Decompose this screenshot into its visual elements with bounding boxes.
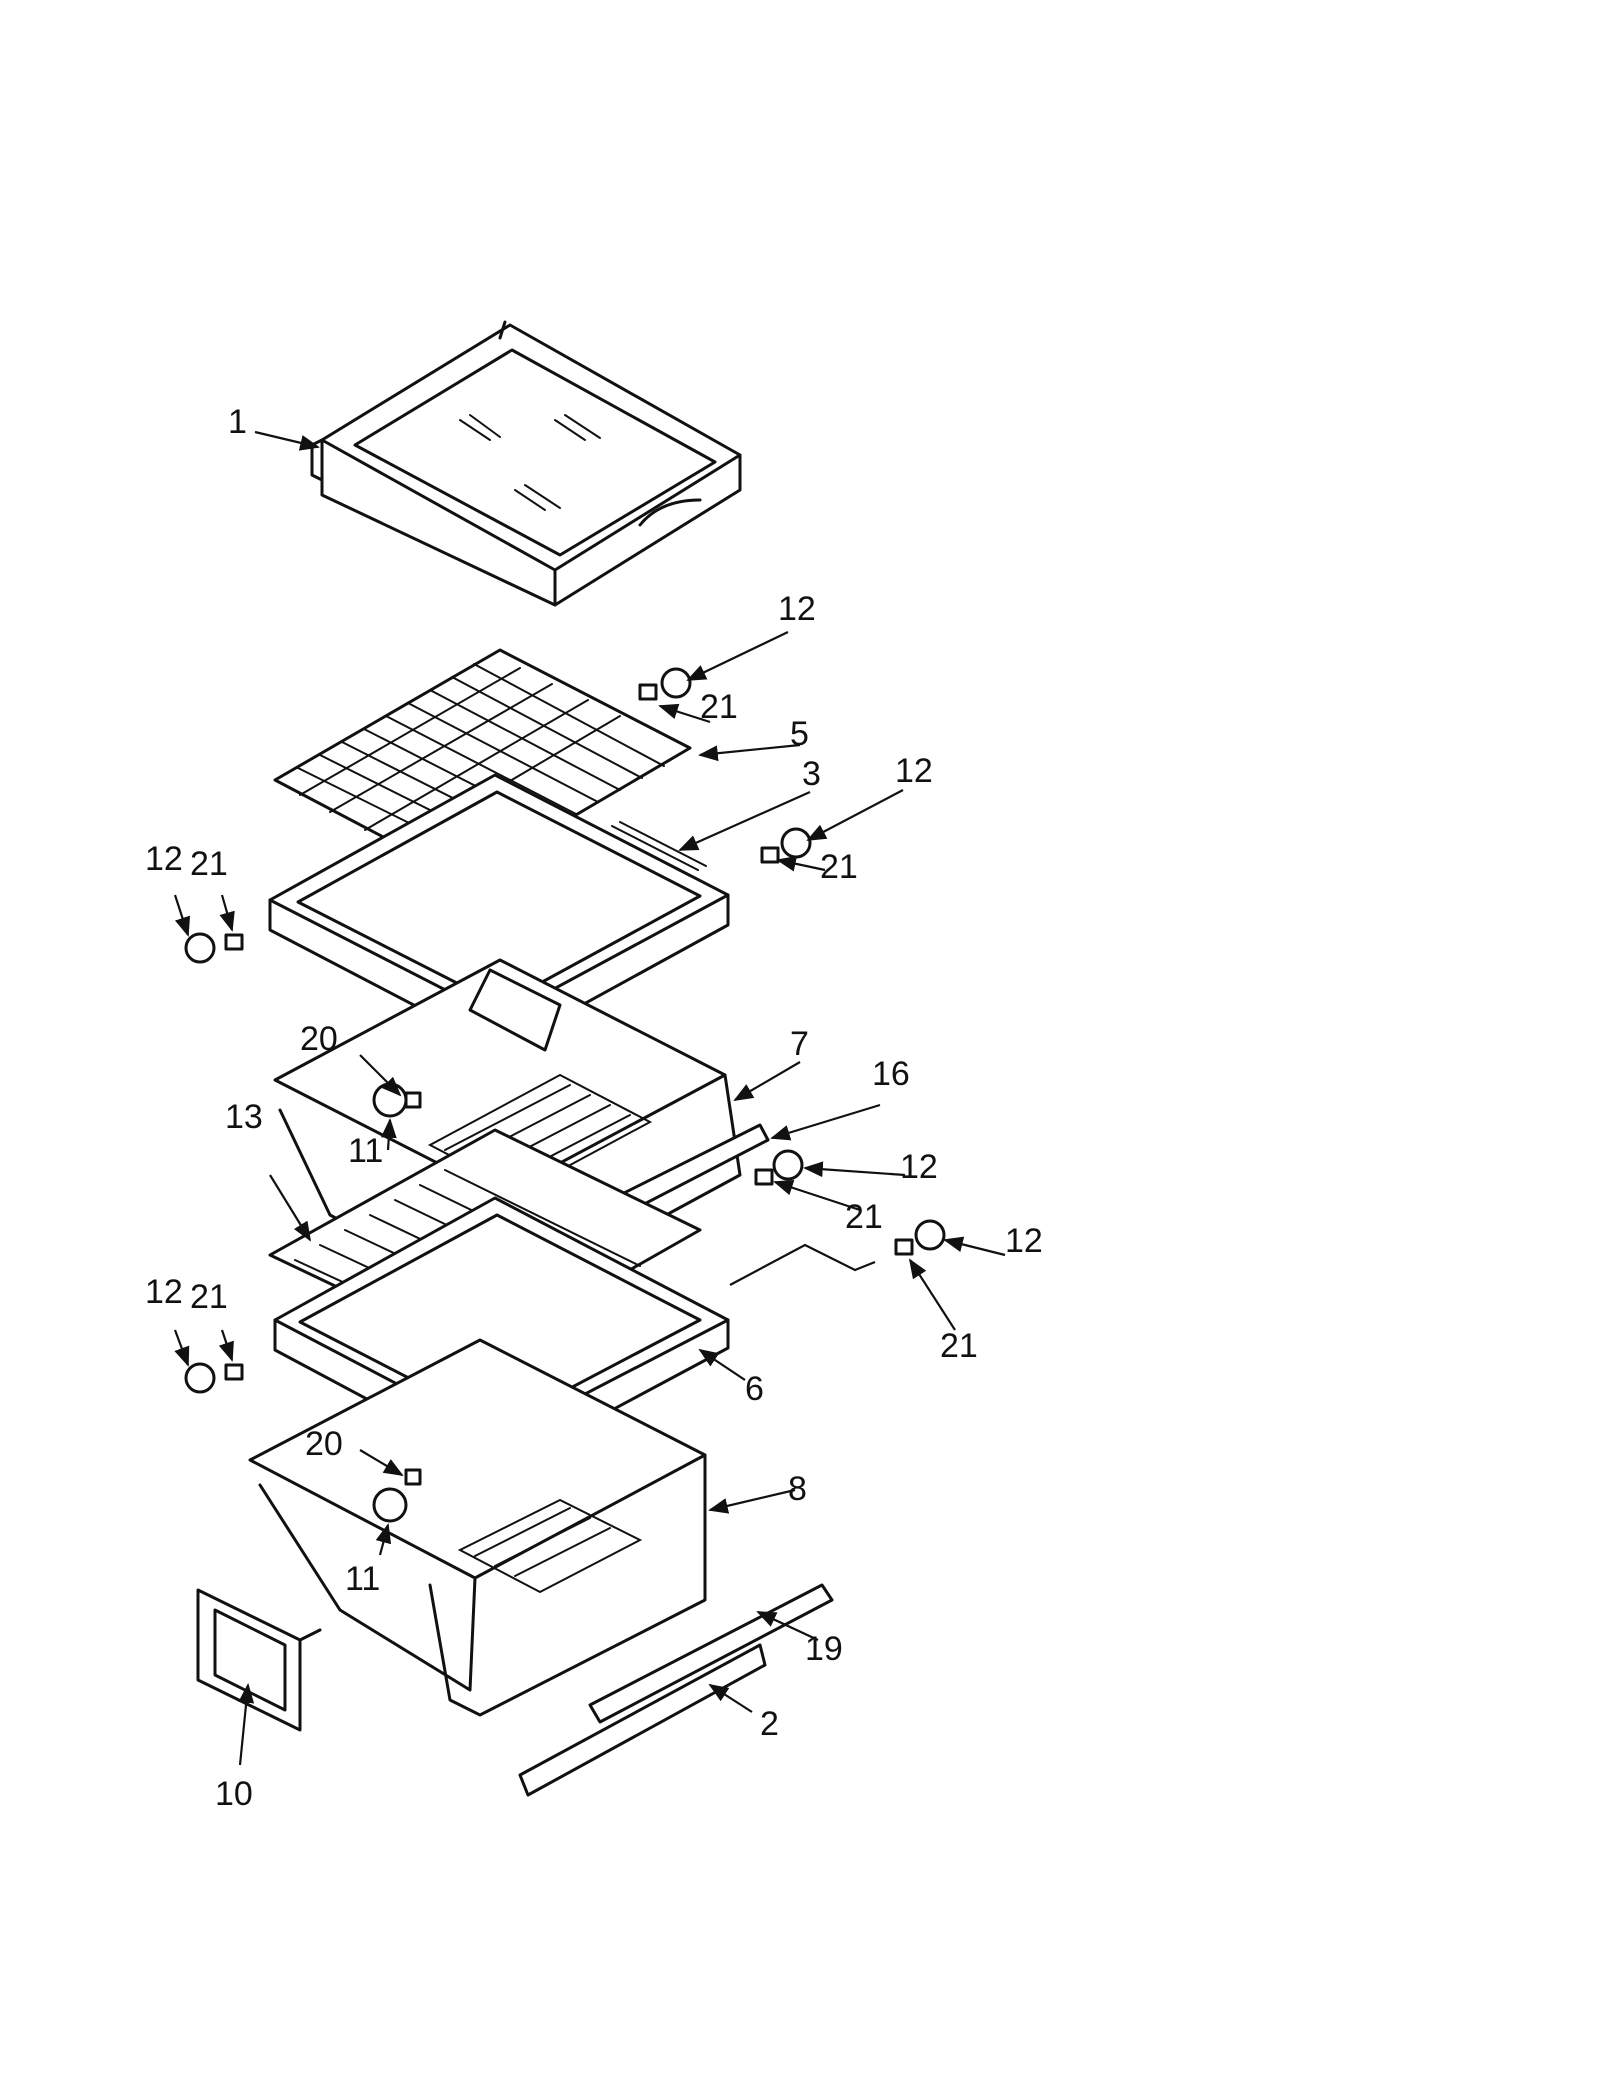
part-2-rail [518, 1643, 767, 1797]
callout-5: 5 [790, 715, 809, 753]
callout-labels: 1 12 21 5 3 12 21 12 21 20 11 7 16 13 12… [145, 403, 1043, 1813]
callout-12: 12 [145, 840, 183, 878]
part-12-roller [184, 667, 946, 1394]
callout-12: 12 [778, 590, 816, 628]
callout-13: 13 [225, 1098, 263, 1136]
callout-16: 16 [872, 1055, 910, 1093]
callout-7: 7 [790, 1025, 809, 1063]
callout-20: 20 [305, 1425, 343, 1463]
callout-11: 11 [348, 1132, 383, 1170]
callout-21: 21 [820, 848, 858, 886]
part-10-label-frame [196, 1588, 322, 1732]
callout-21: 21 [190, 845, 228, 883]
callout-2: 2 [760, 1705, 779, 1743]
callout-21: 21 [190, 1278, 228, 1316]
callout-6: 6 [745, 1370, 764, 1408]
part-19-handle-trim [588, 1583, 834, 1724]
callout-8: 8 [788, 1470, 807, 1508]
leader-lines [173, 430, 1006, 1766]
part-1-shelf-assembly [310, 320, 742, 607]
callout-12: 12 [145, 1273, 183, 1311]
part-21-screw [224, 683, 914, 1381]
callout-3: 3 [802, 755, 821, 793]
callout-21: 21 [940, 1327, 978, 1365]
callout-21: 21 [700, 688, 738, 726]
part-5-crisper-cover [273, 648, 692, 882]
callout-1: 1 [228, 403, 247, 441]
callout-12: 12 [900, 1148, 938, 1186]
callout-20: 20 [300, 1020, 338, 1058]
callout-10: 10 [215, 1775, 253, 1813]
callout-21: 21 [845, 1198, 883, 1236]
part-8-lower-crisper-drawer [248, 1338, 707, 1717]
callout-11: 11 [345, 1560, 380, 1598]
callout-19: 19 [805, 1630, 843, 1668]
callout-12: 12 [895, 752, 933, 790]
callout-12: 12 [1005, 1222, 1043, 1260]
part-6-lower-frame [273, 1196, 730, 1472]
